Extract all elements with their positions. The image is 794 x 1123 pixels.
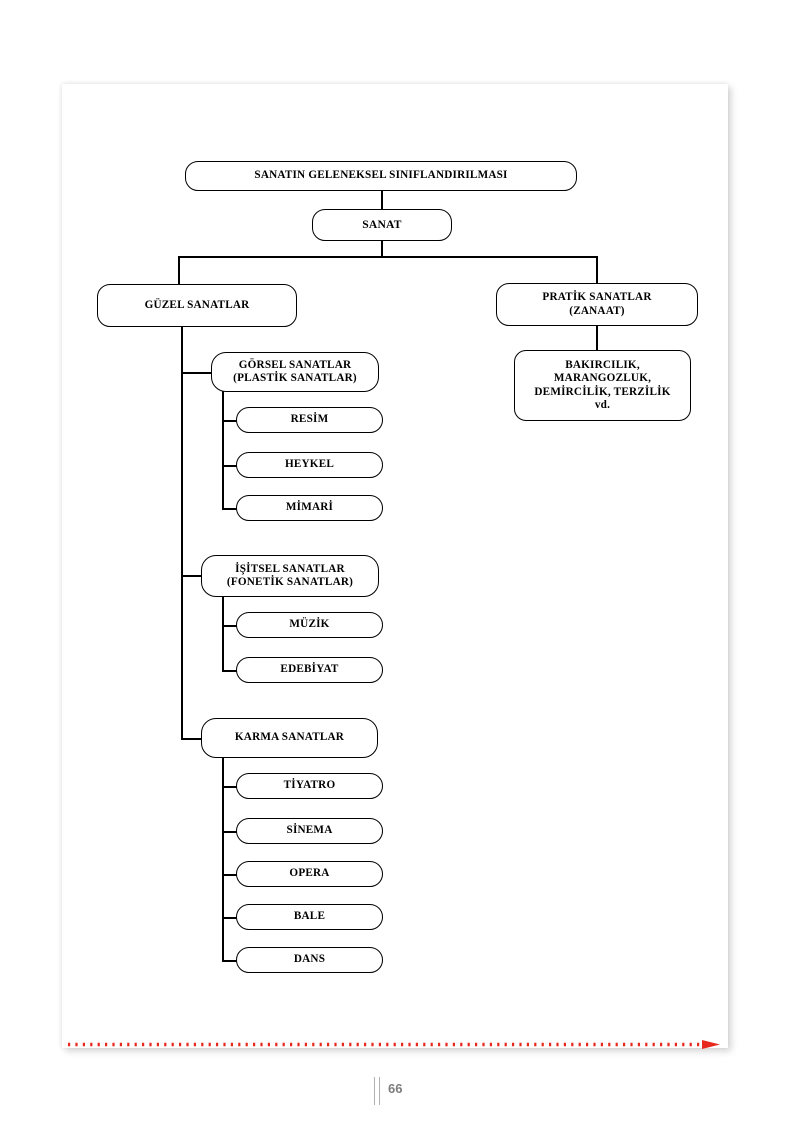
branch-to-edebiyat: [222, 670, 239, 672]
spine-gorsel-sanatlar: [222, 391, 224, 509]
node-diagram-title: SANATIN GELENEKSEL SINIFLANDIRILMASI: [185, 161, 577, 191]
spine-guzel-sanatlar: [181, 327, 183, 739]
branch-to-karma: [181, 738, 204, 740]
branch-to-heykel: [222, 465, 239, 467]
node-mimari: MİMARİ: [236, 495, 383, 521]
node-sinema: SİNEMA: [236, 818, 383, 844]
node-muzik: MÜZİK: [236, 612, 383, 638]
branch-to-sinema: [222, 831, 239, 833]
spine-isitsel-sanatlar: [222, 596, 224, 672]
node-resim: RESİM: [236, 407, 383, 433]
branch-to-mimari: [222, 508, 239, 510]
connector-sanat-to-split: [381, 240, 383, 257]
branch-to-resim: [222, 420, 239, 422]
node-tiyatro: TİYATRO: [236, 773, 383, 799]
document-page: [62, 84, 728, 1048]
connector-split-to-pratik: [596, 256, 598, 285]
node-zanaat-list: BAKIRCILIK, MARANGOZLUK, DEMİRCİLİK, TER…: [514, 350, 691, 421]
node-dans: DANS: [236, 947, 383, 973]
page-number: 66: [388, 1081, 403, 1096]
footer-divider: [374, 1077, 380, 1105]
node-guzel-sanatlar: GÜZEL SANATLAR: [97, 284, 297, 327]
connector-title-to-sanat: [381, 190, 383, 209]
branch-to-tiyatro: [222, 786, 239, 788]
node-bale: BALE: [236, 904, 383, 930]
connector-split-bar: [178, 256, 598, 258]
spine-karma-sanatlar: [222, 757, 224, 961]
red-dotted-arrow: [68, 1040, 720, 1049]
branch-to-isitsel: [181, 575, 203, 577]
branch-to-bale: [222, 917, 239, 919]
node-karma-sanatlar: KARMA SANATLAR: [201, 718, 378, 758]
connector-split-to-guzel: [178, 256, 180, 285]
node-edebiyat: EDEBİYAT: [236, 657, 383, 683]
node-heykel: HEYKEL: [236, 452, 383, 478]
node-sanat: SANAT: [312, 209, 452, 241]
branch-to-gorsel: [181, 372, 211, 374]
branch-to-dans: [222, 960, 239, 962]
node-gorsel-sanatlar: GÖRSEL SANATLAR (PLASTİK SANATLAR): [211, 352, 379, 392]
branch-to-opera: [222, 874, 239, 876]
branch-to-muzik: [222, 625, 239, 627]
node-opera: OPERA: [236, 861, 383, 887]
connector-pratik-to-craft: [596, 326, 598, 350]
node-isitsel-sanatlar: İŞİTSEL SANATLAR (FONETİK SANATLAR): [201, 555, 379, 597]
node-pratik-sanatlar: PRATİK SANATLAR (ZANAAT): [496, 283, 698, 326]
